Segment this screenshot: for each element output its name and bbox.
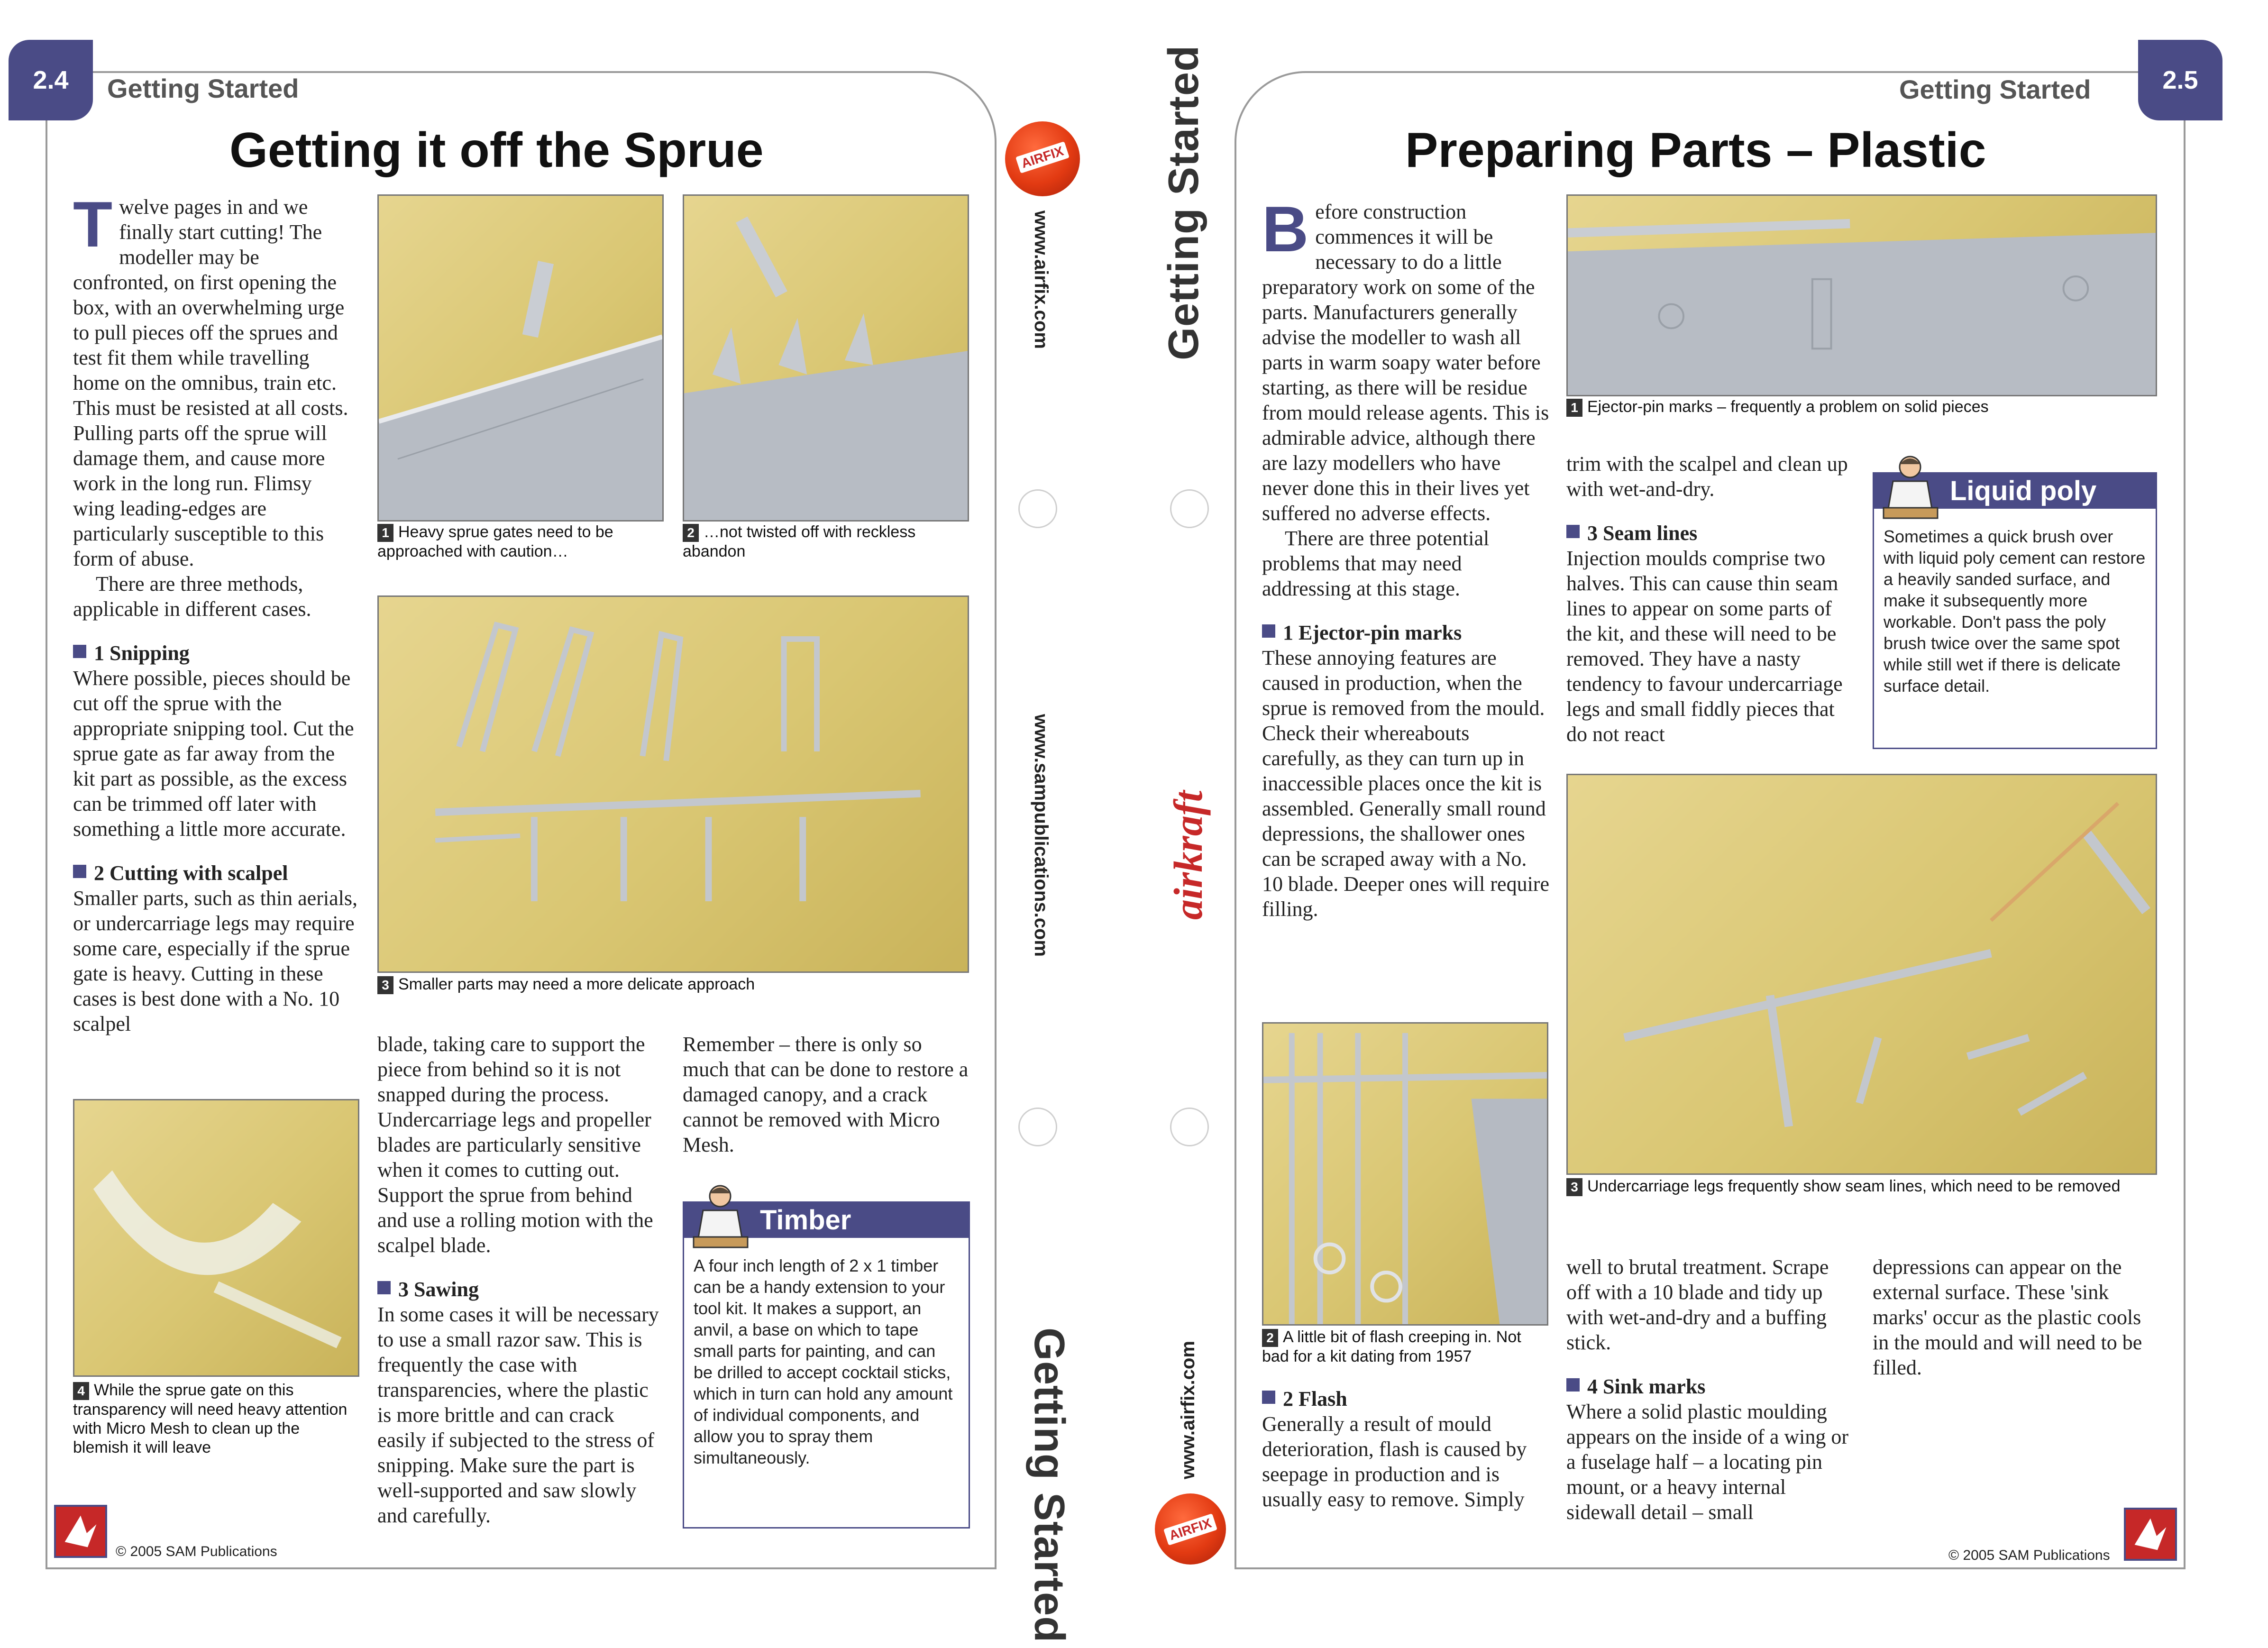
modeller-figure-icon: [1883, 456, 1939, 519]
subhead-sink-marks: 4 Sink marks: [1566, 1374, 1857, 1399]
col3-text-left: Remember – there is only so much that ca…: [683, 1033, 969, 1156]
right-column-2: trim with the scalpel and clean up with …: [1566, 451, 1857, 747]
col2-top-right: trim with the scalpel and clean up with …: [1566, 452, 1848, 501]
photo-sprue-gate-1: [377, 194, 664, 522]
sidebar-title-right: Getting Started: [1160, 45, 1207, 360]
sidebar-url-airfix-left: www.airfix.com: [1031, 211, 1052, 349]
right-column-3-bottom: depressions can appear on the external s…: [1873, 1254, 2157, 1380]
right-column-1-bottom: 2 Flash Generally a result of mould dete…: [1262, 1386, 1552, 1512]
flash-text: Generally a result of mould deterioratio…: [1262, 1412, 1527, 1511]
tip-box-liquid-poly: Liquid poly Sometimes a quick brush over…: [1873, 456, 2157, 749]
tip-box-timber: Timber A four inch length of 2 x 1 timbe…: [683, 1185, 970, 1529]
running-head-right: Getting Started: [1899, 74, 2091, 104]
tip-text-liquid-poly: Sometimes a quick brush over with liquid…: [1884, 527, 2146, 696]
photo-smaller-parts: [377, 595, 969, 973]
photo-undercarriage-legs: [1566, 774, 2157, 1175]
ejector-pin-text: These annoying features are caused in pr…: [1262, 646, 1549, 921]
sam-publications-logo-left: [54, 1505, 107, 1558]
sink-marks-text: Where a solid plastic moulding appears o…: [1566, 1400, 1849, 1524]
page-title-left: Getting it off the Sprue: [229, 123, 764, 178]
modeller-figure-icon: [693, 1185, 749, 1248]
sawing-text: In some cases it will be necessary to us…: [377, 1303, 659, 1527]
seam-lines-text: Injection moulds comprise two halves. Th…: [1566, 547, 1843, 746]
photo-transparency: [73, 1099, 359, 1377]
photo-sprue-gate-2: [683, 194, 969, 522]
running-head-left: Getting Started: [107, 73, 299, 103]
page-title-right: Preparing Parts – Plastic: [1405, 123, 1986, 178]
airfix-logo-right: AIRFIX: [1155, 1493, 1226, 1565]
sidebar-url-airfix-right: www.airfix.com: [1178, 1341, 1198, 1479]
subhead-ejector-pin: 1 Ejector-pin marks: [1262, 620, 1552, 645]
snipping-text: Where possible, pieces should be cut off…: [73, 667, 354, 841]
subhead-snipping: 1 Snipping: [73, 641, 357, 666]
sidebar-title-left: Getting Started: [1025, 1328, 1073, 1643]
intro-text2-right: There are three potential problems that …: [1262, 527, 1490, 600]
tip-text-timber: A four inch length of 2 x 1 timber can b…: [694, 1256, 953, 1467]
intro-text-right: efore construction commences it will be …: [1262, 200, 1549, 525]
subhead-seam-lines: 3 Seam lines: [1566, 521, 1857, 546]
photo-flash: [1262, 1022, 1548, 1326]
binder-hole-left-2: [1018, 1108, 1057, 1146]
dropcap-t: T: [73, 188, 113, 260]
copyright-right: © 2005 SAM Publications: [1948, 1547, 2110, 1563]
left-column-3: Remember – there is only so much that ca…: [683, 1032, 972, 1157]
subhead-flash: 2 Flash: [1262, 1386, 1552, 1411]
sam-publications-logo-right: [2124, 1508, 2177, 1561]
dropcap-b: B: [1262, 193, 1309, 265]
page-number-tab-right: 2.5: [2138, 40, 2222, 120]
binder-hole-right-2: [1170, 1108, 1209, 1146]
subhead-sawing: 3 Sawing: [377, 1277, 667, 1302]
left-column-2: blade, taking care to support the piece …: [377, 1032, 667, 1528]
binder-hole-right-1: [1170, 489, 1209, 528]
col2-bottom-right: well to brutal treatment. Scrape off wit…: [1566, 1255, 1829, 1354]
sidebar-brand-airkraft: airkraft: [1165, 790, 1211, 920]
caption-2-left: 2…not twisted off with reckless abandon: [683, 523, 916, 560]
cutting-scalpel-text: Smaller parts, such as thin aerials, or …: [73, 887, 357, 1035]
page-number-tab-left: 2.4: [9, 40, 93, 120]
airfix-logo-left: AIRFIX: [1005, 121, 1080, 196]
photo-ejector-pin-marks: [1566, 194, 2157, 396]
subhead-cutting-scalpel: 2 Cutting with scalpel: [73, 861, 357, 886]
binder-hole-left-1: [1018, 489, 1057, 528]
col2-text-left: blade, taking care to support the piece …: [377, 1033, 653, 1257]
intro-text-left: welve pages in and we finally start cutt…: [73, 195, 348, 570]
right-column-2-bottom: well to brutal treatment. Scrape off wit…: [1566, 1254, 1857, 1525]
intro-text2-left: There are three methods, applicable in d…: [73, 572, 311, 621]
copyright-left: © 2005 SAM Publications: [116, 1544, 277, 1559]
sidebar-url-sampublications: www.sampublications.com: [1031, 714, 1052, 957]
col3-bottom-right: depressions can appear on the external s…: [1873, 1255, 2142, 1379]
